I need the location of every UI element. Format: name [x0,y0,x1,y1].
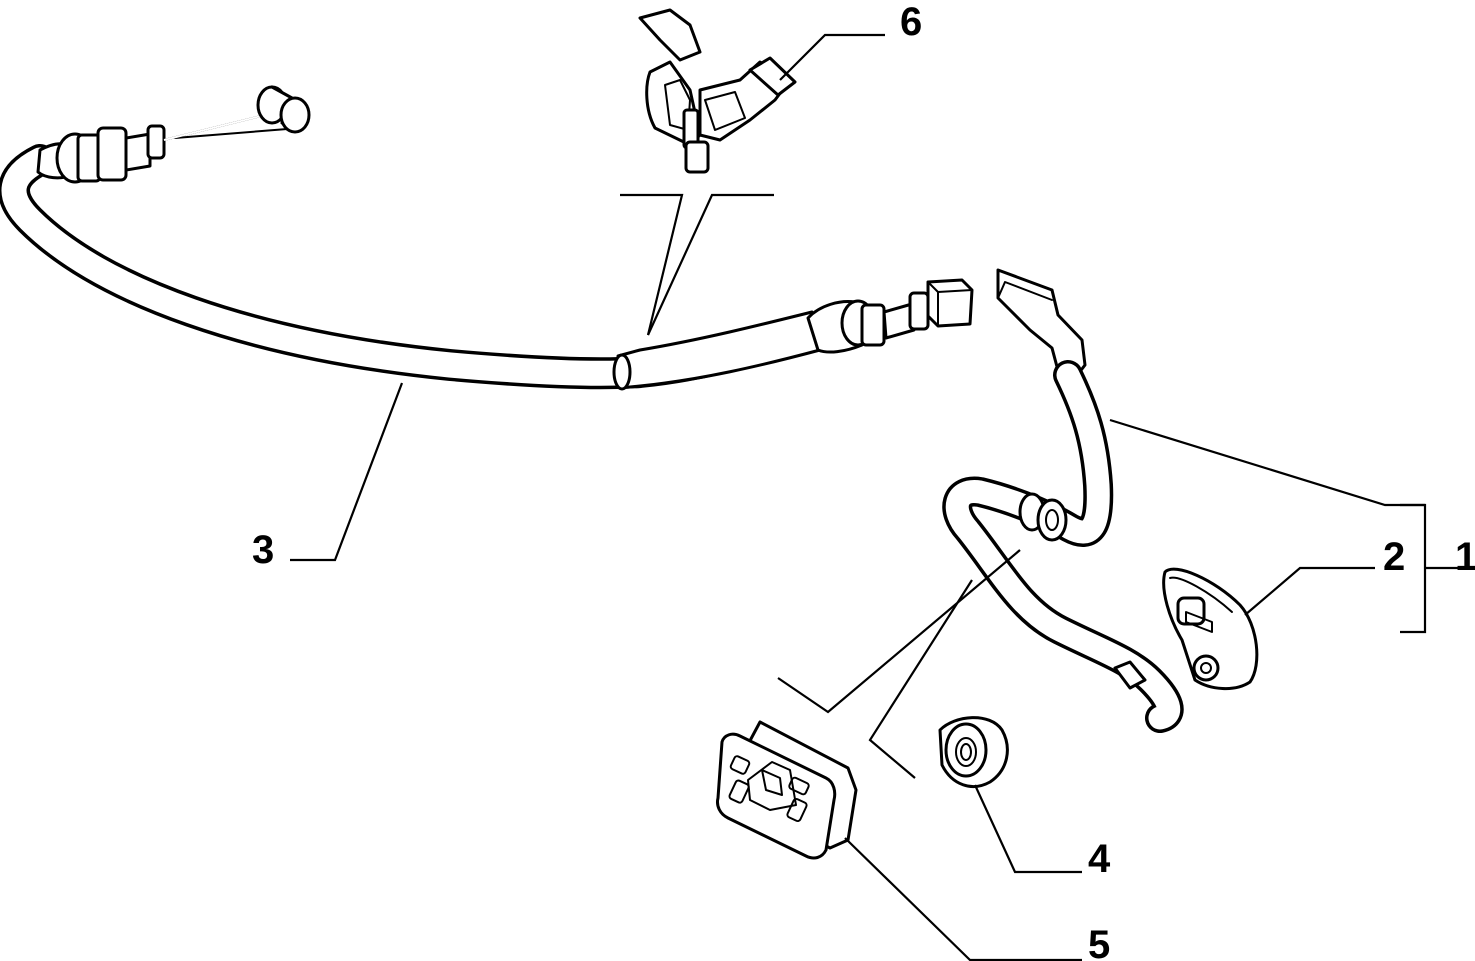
leader-lines [290,33,1458,961]
leader-2-rod [1109,418,1425,507]
part-6-cable-clip [638,8,797,174]
callout-1: 1 [1455,535,1475,579]
leader-3 [290,382,404,562]
part-3-release-cable [0,85,974,391]
callout-5: 5 [1088,923,1110,961]
callout-3: 3 [252,528,274,572]
part-2-release-rod [942,268,1184,733]
leader-5 [844,837,1082,961]
leader-pad-b [868,579,973,779]
part-4-nut [938,716,1009,788]
leader-6 [779,33,885,81]
leader-clip-v-right [646,193,774,336]
callout-6: 6 [900,0,922,44]
part-2-lock-plate [1162,567,1259,690]
part-5-pad [716,720,858,860]
callout-labels: 6 3 2 1 4 5 [252,0,1475,961]
callout-2: 2 [1383,535,1405,579]
callout-4: 4 [1088,837,1111,881]
leader-2-plate [1244,566,1375,616]
leader-clip-v-left [620,193,684,336]
leader-4 [974,784,1082,874]
